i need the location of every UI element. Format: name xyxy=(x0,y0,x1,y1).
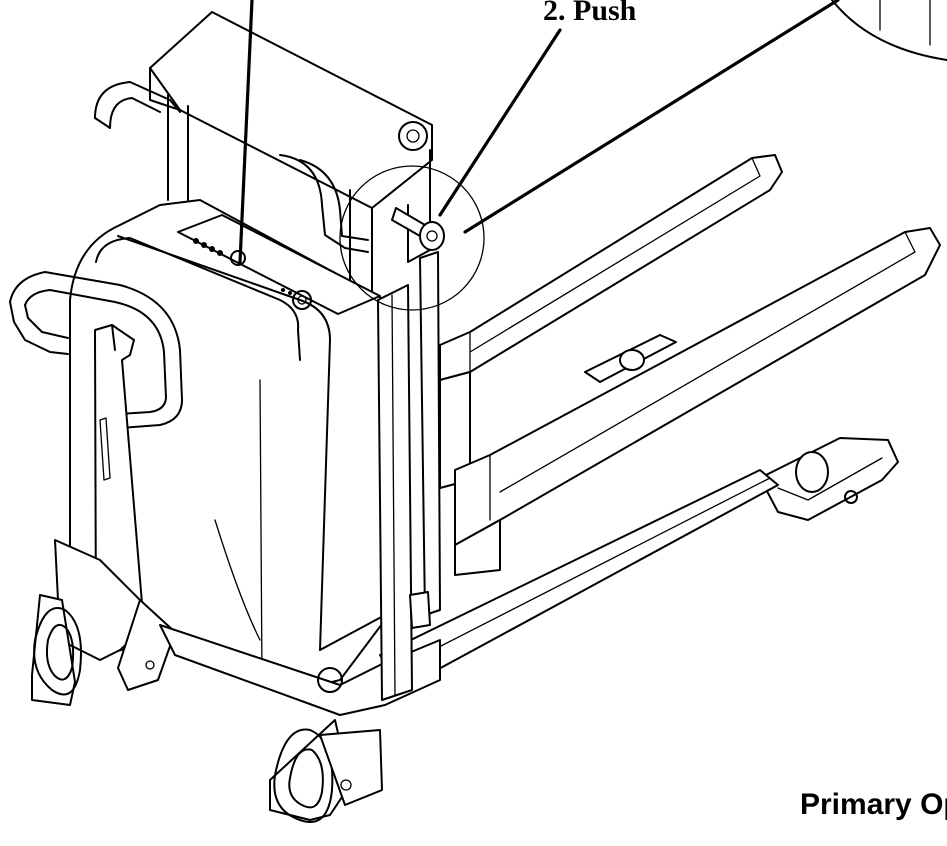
control-panel xyxy=(177,214,381,315)
right-fork xyxy=(454,227,941,576)
mast-column xyxy=(377,251,441,701)
emergency-button-icon xyxy=(292,290,312,310)
leader-line-3 xyxy=(463,0,840,234)
magnified-detail-edge xyxy=(831,0,947,61)
fork-roller-window xyxy=(584,334,677,383)
detail-circle xyxy=(339,165,485,311)
leader-line-2 xyxy=(438,28,562,217)
rear-load-wheel-housing xyxy=(759,437,899,521)
left-fork xyxy=(439,154,783,489)
indicator-lights xyxy=(193,238,223,256)
front-grab-handle xyxy=(9,271,183,429)
right-caster-wheel xyxy=(269,719,383,823)
rear-handle xyxy=(94,81,369,253)
leader-line-1 xyxy=(238,0,254,264)
battery-body xyxy=(69,199,391,686)
key-switch-icon xyxy=(230,250,246,266)
release-knob xyxy=(391,207,445,251)
push-callout-label: 2. Push xyxy=(543,0,637,27)
caption-primary-operation: Primary Operatio xyxy=(800,788,947,821)
mast-frame xyxy=(149,11,433,306)
left-drive-wheel xyxy=(31,594,82,706)
